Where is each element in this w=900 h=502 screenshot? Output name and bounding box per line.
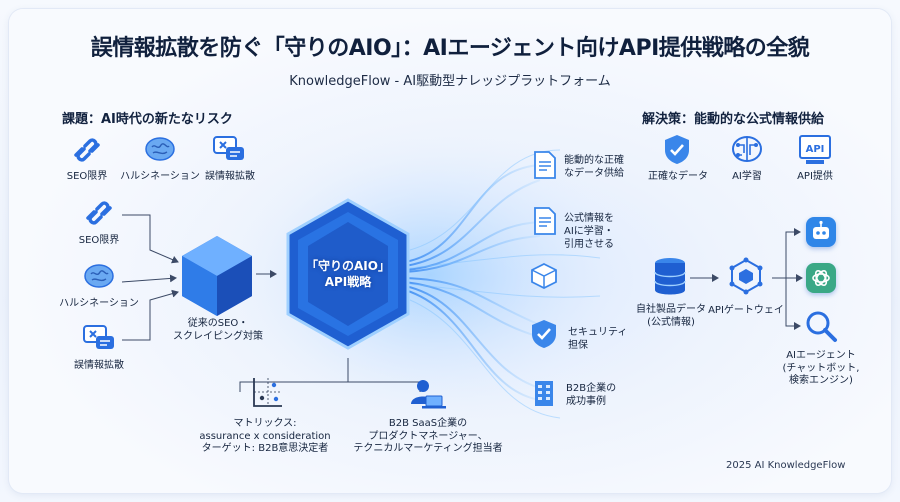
output-label-4: セキュリティ 担保	[568, 327, 628, 351]
output-rays	[404, 164, 640, 401]
chat-error-icon	[82, 322, 116, 356]
broken-link-icon	[82, 196, 116, 230]
output-label-1: 能動的な正確 なデータ供給	[564, 155, 624, 179]
persona-laptop-icon	[406, 378, 446, 412]
matrix-chart-icon	[250, 376, 284, 410]
output-label-5: B2B企業の 成功事例	[566, 383, 617, 407]
api-icon: API	[798, 133, 832, 167]
solution-label-3: API提供	[797, 171, 833, 182]
problem-section-title: 課題：AI時代の新たなリスク	[62, 112, 233, 127]
gateway-label: APIゲートウェイ	[708, 305, 784, 316]
page-subtitle: KnowledgeFlow - AI駆動型ナレッジプラットフォーム	[289, 74, 611, 89]
top-problem-label-1: SEO限界	[66, 171, 108, 182]
page-title: 誤情報拡散を防ぐ「守りのAIO」：AIエージェント向けAPI提供戦略の全貌	[90, 36, 810, 61]
matrix-label: マトリックス: assurance x consideration ターゲット:…	[199, 418, 331, 454]
shield-check-icon	[662, 133, 692, 167]
building-icon	[532, 378, 556, 408]
database-label: 自社製品データ (公式情報)	[636, 304, 706, 328]
left-connectors	[121, 214, 277, 341]
shield-check-icon	[530, 318, 558, 350]
pipeline-connectors	[690, 228, 803, 330]
brain-icon	[143, 133, 177, 167]
target-label: B2B SaaS企業の プロダクトマネージャー、 テクニカルマーケティング担当者	[353, 418, 503, 454]
openai-icon	[806, 263, 836, 293]
database-icon	[652, 256, 688, 298]
top-problem-label-3: 誤情報拡散	[205, 171, 255, 182]
left-problem-label-2: ハルシネーション	[59, 298, 139, 309]
document-icon	[532, 206, 558, 236]
chat-error-icon	[212, 133, 246, 167]
solution-label-2: AI学習	[732, 171, 762, 182]
core-label: 「守りのAIO」 API戦略	[306, 259, 390, 290]
left-problem-label-3: 誤情報拡散	[74, 360, 124, 371]
document-icon	[532, 150, 558, 180]
solution-section-title: 解決策：能動的な公式情報供給	[642, 112, 825, 127]
core-hexagon	[286, 198, 410, 350]
copyright-text: 2025 AI KnowledgeFlow	[726, 460, 846, 471]
output-label-2: 公式情報を AIに学習・ 引用させる	[564, 213, 614, 250]
legacy-label: 従来のSEO・ スクレイピング対策	[173, 318, 263, 342]
legacy-cube	[182, 236, 252, 316]
gateway-network-icon	[726, 256, 766, 296]
brain-circuit-icon	[730, 133, 764, 167]
left-problem-label-1: SEO限界	[78, 235, 120, 246]
brain-icon	[82, 260, 116, 294]
solution-label-1: 正確なデータ	[648, 171, 708, 182]
robot-icon	[806, 217, 836, 247]
broken-link-icon	[70, 133, 104, 167]
agents-label: AIエージェント (チャットボット, 検索エンジン)	[782, 350, 860, 386]
svg-text:API: API	[806, 144, 825, 155]
top-problem-label-2: ハルシネーション	[120, 171, 200, 182]
search-icon	[804, 309, 838, 343]
cube-icon	[530, 262, 558, 290]
